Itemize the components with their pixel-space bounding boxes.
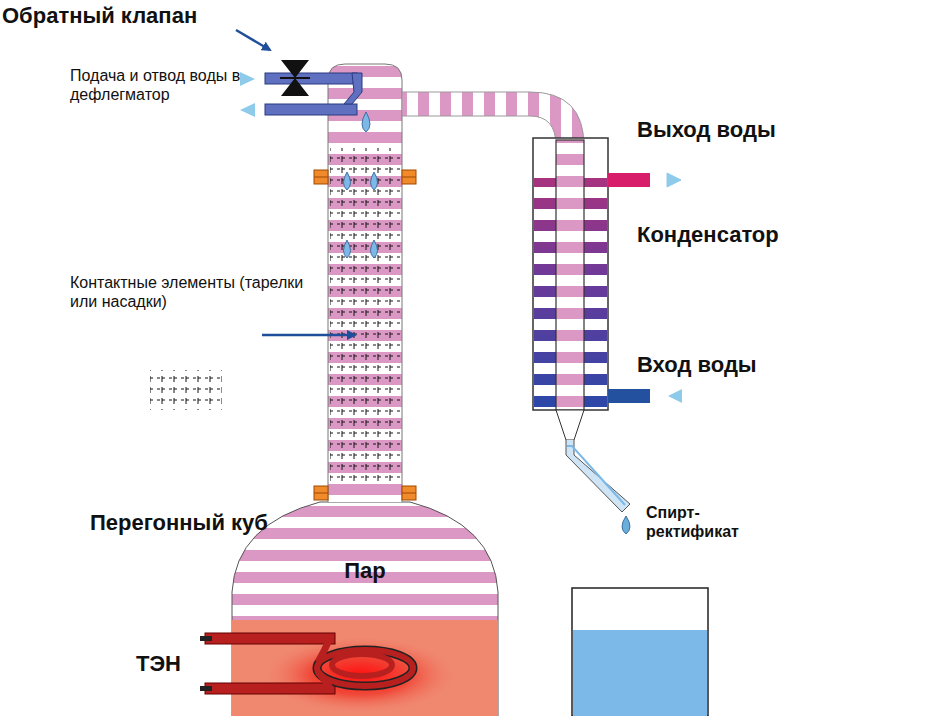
- contact-elements-label: Контактные элементы (тарелки или насадки…: [70, 273, 320, 311]
- cube-heading: Перегонный куб: [90, 510, 268, 536]
- water-out-label: Выход воды: [637, 117, 776, 143]
- check-valve-label: Обратный клапан: [2, 3, 197, 29]
- product-label: Спирт-ректификат: [646, 503, 758, 541]
- condenser-heading: Конденсатор: [637, 222, 779, 248]
- vapor-label: Пар: [344, 558, 386, 584]
- water-in-label: Вход воды: [637, 352, 757, 378]
- dephlegmator-water-label: Подача и отвод воды в дефлегматор: [70, 66, 242, 104]
- distillation-cube: Перегонный кубПар: [232, 500, 498, 716]
- condenser: Конденсатор: [533, 138, 608, 410]
- heater-label: ТЭН: [136, 651, 181, 677]
